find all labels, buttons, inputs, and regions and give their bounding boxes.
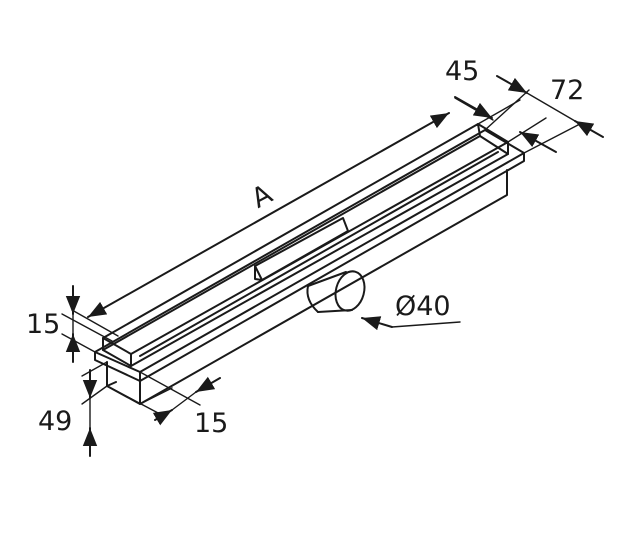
dimension-outlet-diameter: Ø40 bbox=[361, 291, 461, 331]
flange-height-label: 15 bbox=[26, 309, 60, 340]
width-45-label: 45 bbox=[445, 56, 479, 87]
body-height-label: 49 bbox=[38, 406, 72, 437]
drain-channel bbox=[94, 123, 525, 405]
outlet-diameter-label: Ø40 bbox=[395, 291, 451, 322]
width-72-label: 72 bbox=[550, 75, 584, 106]
dimension-flange-width: 15 bbox=[106, 371, 228, 439]
flange-width-label: 15 bbox=[194, 408, 228, 439]
length-label: A bbox=[247, 178, 278, 214]
dimension-width-45: 45 bbox=[445, 56, 557, 153]
dimension-flange-height: 15 bbox=[26, 285, 113, 363]
dimension-body-height: 49 bbox=[38, 361, 108, 457]
dimension-width-72: 72 bbox=[484, 75, 604, 154]
